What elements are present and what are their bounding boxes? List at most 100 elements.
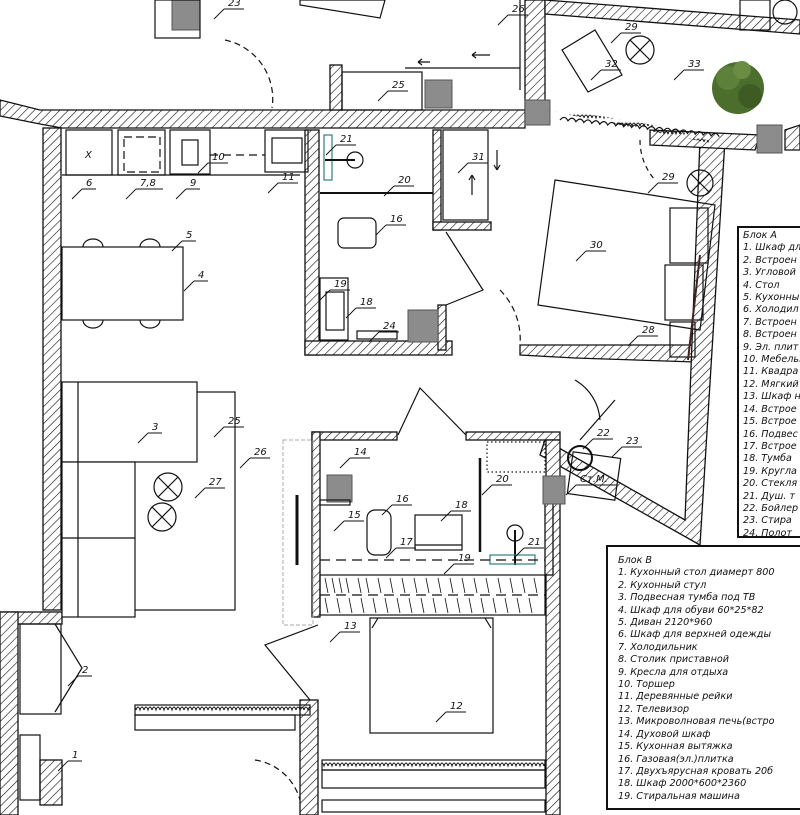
door bbox=[264, 624, 319, 701]
wall-bath-b-top-right bbox=[465, 431, 561, 441]
armchairs-27 bbox=[147, 472, 183, 532]
shaded-blocks bbox=[171, 0, 783, 505]
legend-item: 19. Стиральная машина bbox=[618, 790, 740, 802]
plan-tag: 24 bbox=[383, 321, 396, 332]
legend-item: 11. Деревянные рейки bbox=[618, 691, 733, 703]
tag-leader-line bbox=[333, 520, 364, 532]
legend-item: 18. Шкаф 2000*600*2360 bbox=[618, 778, 747, 790]
tag-leader-line bbox=[319, 289, 350, 301]
tag-leader-line bbox=[673, 69, 704, 81]
plan-tag: 6 bbox=[86, 178, 92, 189]
bed-30 bbox=[537, 179, 716, 331]
plan-tag: 26 bbox=[512, 4, 525, 15]
tag-leader-line bbox=[610, 32, 641, 44]
furniture bbox=[19, 0, 798, 813]
stove-9 bbox=[169, 129, 211, 175]
legend-item: 9. Эл. плит bbox=[743, 341, 799, 353]
bed-12 bbox=[369, 617, 494, 734]
tag-leader-line bbox=[368, 331, 399, 343]
sink-11 bbox=[264, 129, 309, 173]
sofa-3-top bbox=[61, 381, 198, 463]
legend-item: 1. Шкаф дл bbox=[743, 242, 800, 254]
plan-tag: Ст.М. bbox=[580, 474, 608, 485]
top-room-box bbox=[341, 71, 423, 111]
tag-leader-line bbox=[443, 563, 474, 575]
wall-right-outer bbox=[539, 139, 726, 547]
legend-item: 3. Подвесная тумба под ТВ bbox=[618, 592, 756, 604]
tag-leader-line bbox=[377, 90, 408, 102]
lamp-29 bbox=[686, 169, 714, 197]
tag-leader-line bbox=[497, 14, 528, 26]
legend-item: 19. Кругла bbox=[743, 465, 797, 477]
wall-balcony-top bbox=[544, 0, 800, 35]
plan-tag: 32 bbox=[605, 59, 618, 70]
tag-leader-line bbox=[57, 760, 82, 772]
wall-balcony-right bbox=[784, 124, 800, 151]
legend-a-title: Блок А bbox=[743, 230, 777, 241]
tag-leader-line bbox=[267, 182, 298, 194]
legend-item: 18. Тумба bbox=[743, 453, 792, 465]
legend-item: 10. Мебельн bbox=[743, 354, 800, 366]
legend-item: 5. Диван 2120*960 bbox=[618, 617, 713, 629]
plan-tag: 11 bbox=[282, 172, 295, 183]
legend-item: 16. Подвес bbox=[743, 428, 798, 440]
legend-item: 9. Кресла для отдыха bbox=[618, 666, 729, 678]
washing-machine-23 bbox=[566, 451, 622, 501]
tag-leader-line bbox=[385, 547, 416, 559]
legend-item: 12. Телевизор bbox=[618, 703, 690, 715]
legend-item: 8. Встроен bbox=[743, 329, 797, 341]
legend-item: 6. Холодил bbox=[743, 304, 799, 316]
legend-item: 17. Встрое bbox=[743, 440, 797, 452]
wall-bottom-mid bbox=[299, 699, 319, 815]
nightstand-28 bbox=[669, 321, 696, 358]
door-arc bbox=[254, 759, 301, 801]
legend-item: 8. Столик приставной bbox=[618, 654, 729, 666]
legend-item: 13. Микроволновая печь(встро bbox=[618, 716, 775, 728]
wall-top bbox=[0, 99, 526, 129]
tag-leader-line bbox=[125, 188, 163, 200]
boiler-22 bbox=[567, 445, 593, 471]
plant-33 bbox=[712, 61, 764, 114]
wall-bath-a-right-lower bbox=[437, 304, 447, 351]
tag-leader-line bbox=[325, 144, 356, 156]
wall-bath-a-left bbox=[304, 129, 320, 356]
legend-item: 16. Газовая(эл.)плитка bbox=[618, 753, 734, 765]
radiator bbox=[321, 759, 546, 771]
legend-item: 15. Кухонная вытяжка bbox=[618, 741, 733, 753]
legend-item: 1. Кухонный стол диамерт 800 bbox=[618, 567, 775, 579]
plan-tag: 5 bbox=[186, 230, 192, 241]
tag-leader-line bbox=[171, 240, 196, 252]
plan-tag: 13 bbox=[344, 621, 357, 632]
lamp-29 bbox=[625, 35, 655, 65]
plan-tag: 30 bbox=[590, 240, 603, 251]
legend-item: 20. Стекля bbox=[743, 478, 798, 490]
tag-leader-line bbox=[67, 675, 92, 687]
legend-item: 2. Встроен bbox=[743, 254, 797, 266]
plan-tag: 23 bbox=[228, 0, 241, 9]
legend-item: 23. Стира bbox=[743, 515, 792, 527]
sofa-3-seat bbox=[61, 461, 136, 618]
tag-leader-line bbox=[213, 8, 244, 20]
plan-tag: 7,8 bbox=[140, 178, 156, 189]
door-arc bbox=[224, 39, 274, 109]
toilet-16 bbox=[366, 509, 392, 556]
wall-bath-b-left bbox=[311, 431, 321, 618]
plan-tag: 22 bbox=[597, 428, 610, 439]
legend-item: 17. Двухъярусная кровать 20б bbox=[618, 765, 774, 777]
plan-tag: X bbox=[84, 150, 93, 161]
plan-tag: 18 bbox=[455, 500, 468, 511]
legend-item: 6. Шкаф для верхней одежды bbox=[618, 629, 772, 641]
plan-tag: 16 bbox=[396, 494, 409, 505]
legend-item: 3. Угловой bbox=[743, 267, 796, 279]
plan-tag: 25 bbox=[392, 80, 405, 91]
plan-tag: 3 bbox=[152, 422, 158, 433]
window-zigzag bbox=[559, 116, 720, 138]
table-4 bbox=[61, 246, 184, 321]
wall-lower-left-stub bbox=[39, 759, 63, 806]
plan-tag: 33 bbox=[688, 59, 701, 70]
plan-tag: 25 bbox=[228, 416, 241, 427]
plan-tag: 14 bbox=[354, 447, 367, 458]
